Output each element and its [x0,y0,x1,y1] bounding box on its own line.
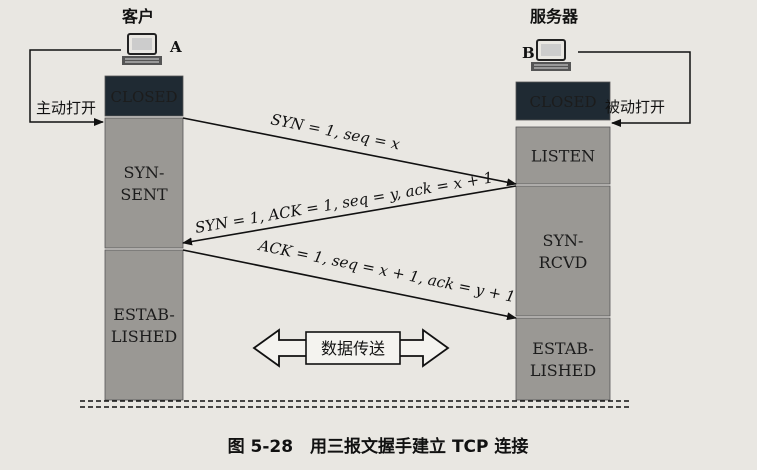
ack-arrow [182,249,517,321]
syn-ack-arrow [182,185,517,246]
server-state-box-syn-rcvd [515,185,611,317]
data-transfer-arrow [252,328,450,368]
client-state-label-closed-line1: CLOSED [111,88,178,106]
server-state-label-estab-lished-line1: ESTAB- [532,339,593,358]
server-state-label-closed-line1: CLOSED [530,93,597,111]
syn-label: SYN = 1, seq = x [269,110,402,153]
client-state-box-syn-sent [104,117,184,249]
server-state-label-estab-lished-line2: LISHED [530,361,596,380]
server-state-label-syn-rcvd-line2: RCVD [539,253,588,272]
client-state-box-estab-lished [104,249,184,401]
server-state-label-syn-rcvd-line1: SYN- [543,231,584,250]
server-computer-icon [531,39,571,71]
data-transfer-label: 数据传送 [321,339,385,358]
server-title: 服务器 [530,7,579,26]
figure-caption: 图 5-28 用三报文握手建立 TCP 连接 [228,436,529,457]
active-open-loop [29,49,121,126]
passive-open-label: 被动打开 [605,98,665,116]
client-letter: A [169,38,182,56]
client-state-label-syn-sent-line1: SYN- [124,163,165,182]
server-state-box-closed [515,81,611,121]
client-computer-icon [122,33,162,65]
server-state-box-estab-lished [515,317,611,401]
server-letter: B [522,44,535,62]
syn-arrow [182,117,517,187]
syn-ack-label: SYN = 1, ACK = 1, seq = y, ack = x + 1 [194,168,495,237]
client-state-label-estab-lished-line1: ESTAB- [113,305,174,324]
ack-label: ACK = 1, seq = x + 1, ack = y + 1 [255,236,517,306]
client-state-box-closed [104,75,184,117]
server-state-box-listen [515,126,611,185]
active-open-label: 主动打开 [36,99,96,117]
client-state-label-estab-lished-line2: LISHED [111,327,177,346]
client-state-label-syn-sent-line2: SENT [120,185,168,204]
server-state-label-listen-line1: LISTEN [531,147,595,166]
client-title: 客户 [122,7,154,26]
passive-open-loop [578,51,691,127]
